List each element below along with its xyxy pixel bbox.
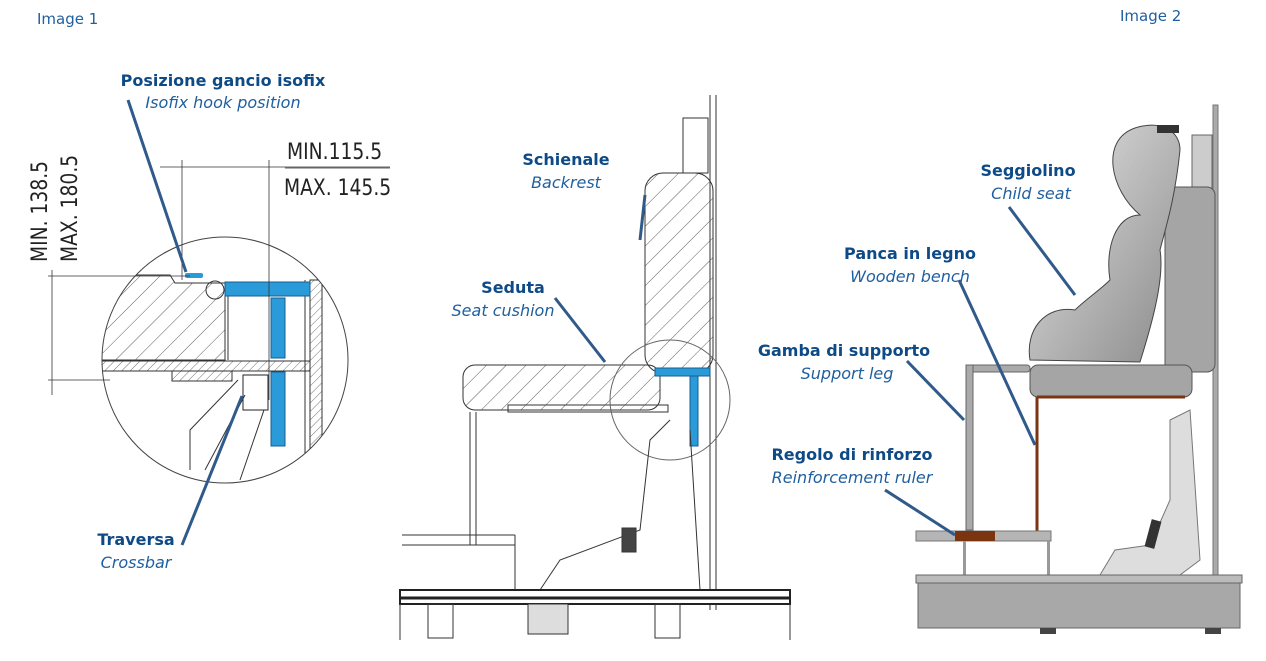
label-crossbar-en: Crossbar	[100, 553, 172, 572]
dimension-vertical-min: MIN. 138.5	[28, 160, 53, 262]
label-bench-en: Wooden bench	[850, 267, 970, 286]
label-ruler-it: Regolo di rinforzo	[771, 445, 933, 464]
dimension-horizontal-max: MAX. 145.5	[284, 176, 392, 201]
label-child-seat-en: Child seat	[991, 184, 1071, 203]
image1-title: Image 1	[37, 10, 99, 28]
image2-title: Image 2	[1120, 7, 1182, 25]
image2-seat-render	[915, 104, 1243, 634]
label-support-leg-it: Gamba di supporto	[757, 341, 931, 360]
isofix-detail-view	[48, 160, 390, 484]
label-backrest-it: Schienale	[522, 150, 610, 169]
label-child-seat-it: Seggiolino	[980, 161, 1076, 180]
dimension-vertical-max: MAX. 180.5	[58, 154, 83, 262]
label-isofix-it: Posizione gancio isofix	[120, 71, 326, 90]
label-ruler-en: Reinforcement ruler	[771, 468, 933, 487]
label-crossbar-it: Traversa	[97, 530, 175, 549]
label-seat-en: Seat cushion	[451, 301, 555, 320]
label-seat-it: Seduta	[481, 278, 545, 297]
dimension-horizontal-min: MIN.115.5	[287, 140, 383, 165]
label-backrest-en: Backrest	[531, 173, 601, 192]
label-isofix-en: Isofix hook position	[145, 93, 301, 112]
image1-seat-section	[399, 95, 791, 640]
label-support-leg-en: Support leg	[800, 364, 894, 383]
leader-lines	[126, 99, 1077, 546]
label-bench-it: Panca in legno	[844, 244, 976, 263]
